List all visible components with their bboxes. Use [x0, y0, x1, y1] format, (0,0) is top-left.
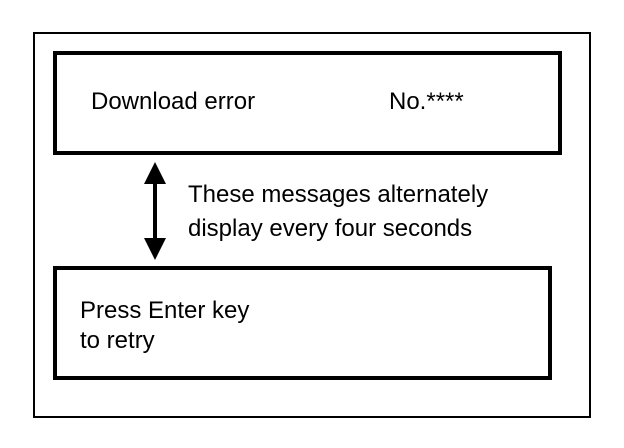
figure-frame	[33, 32, 591, 418]
message-screen-download-error: Download error No.****	[53, 51, 562, 155]
error-number-text: No.****	[389, 88, 464, 115]
message-screen-press-enter: Press Enter key to retry	[53, 266, 552, 380]
double-headed-vertical-arrow-icon	[144, 162, 166, 260]
alternating-display-note: These messages alternately display every…	[188, 181, 489, 242]
retry-prompt-text: Press Enter key to retry	[80, 297, 250, 354]
download-error-text: Download error	[91, 88, 256, 115]
